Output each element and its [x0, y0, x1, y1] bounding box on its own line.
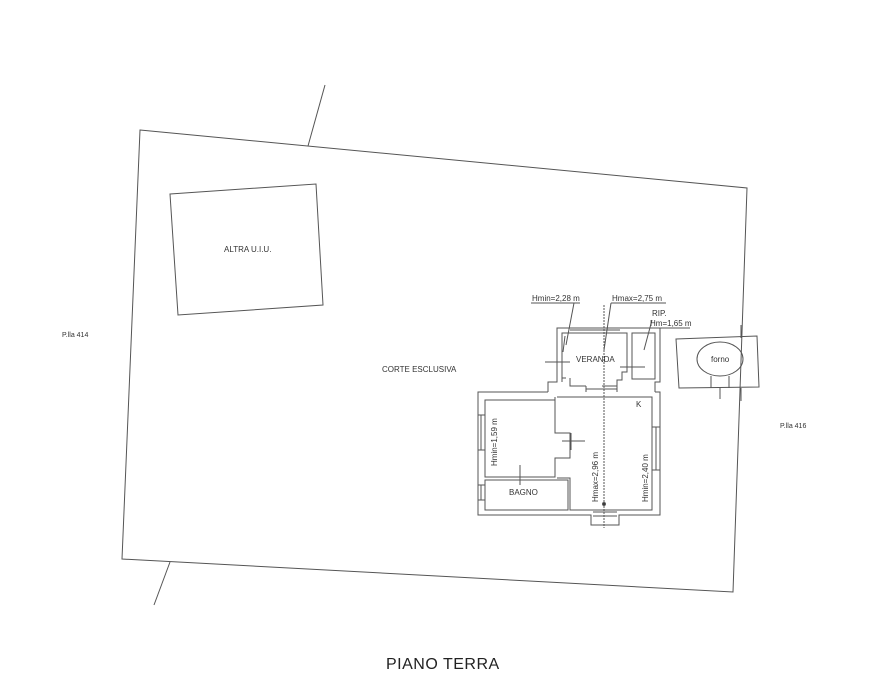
- veranda-label: VERANDA: [576, 355, 615, 364]
- kitchen-label: K: [636, 400, 642, 409]
- parcel-left-label: P.lla 414: [62, 332, 89, 339]
- bathroom-label: BAGNO: [509, 488, 538, 497]
- neighbor-unit-label: ALTRA U.I.U.: [224, 245, 272, 254]
- parcel-right-label: P.lla 416: [780, 423, 807, 430]
- boundary-line-top: [307, 84, 326, 147]
- lot-boundary: [121, 129, 748, 593]
- house-walls: [477, 391, 661, 526]
- veranda-hmin-label: Hmin=2,28 m: [532, 294, 580, 303]
- room-hmin-label: Hmin=1,59 m: [490, 418, 499, 466]
- neighbor-unit-outline: [169, 183, 324, 316]
- kitchen-hmax-label: Hmax=2,96 m: [591, 451, 600, 502]
- boundary-line-bottom: [153, 561, 171, 606]
- kitchen-hmin-label: Hmin=2,40 m: [641, 454, 650, 502]
- drawing-title: PIANO TERRA: [386, 656, 500, 673]
- veranda-hmax-label: Hmax=2,75 m: [612, 294, 663, 303]
- oven-label: forno: [711, 355, 730, 364]
- oven-outline: [675, 325, 760, 401]
- storage-label: RIP.: [652, 309, 667, 318]
- veranda-walls: [545, 327, 661, 392]
- storage-height-label: Hm=1,65 m: [650, 319, 692, 328]
- courtyard-label: CORTE ESCLUSIVA: [382, 365, 457, 374]
